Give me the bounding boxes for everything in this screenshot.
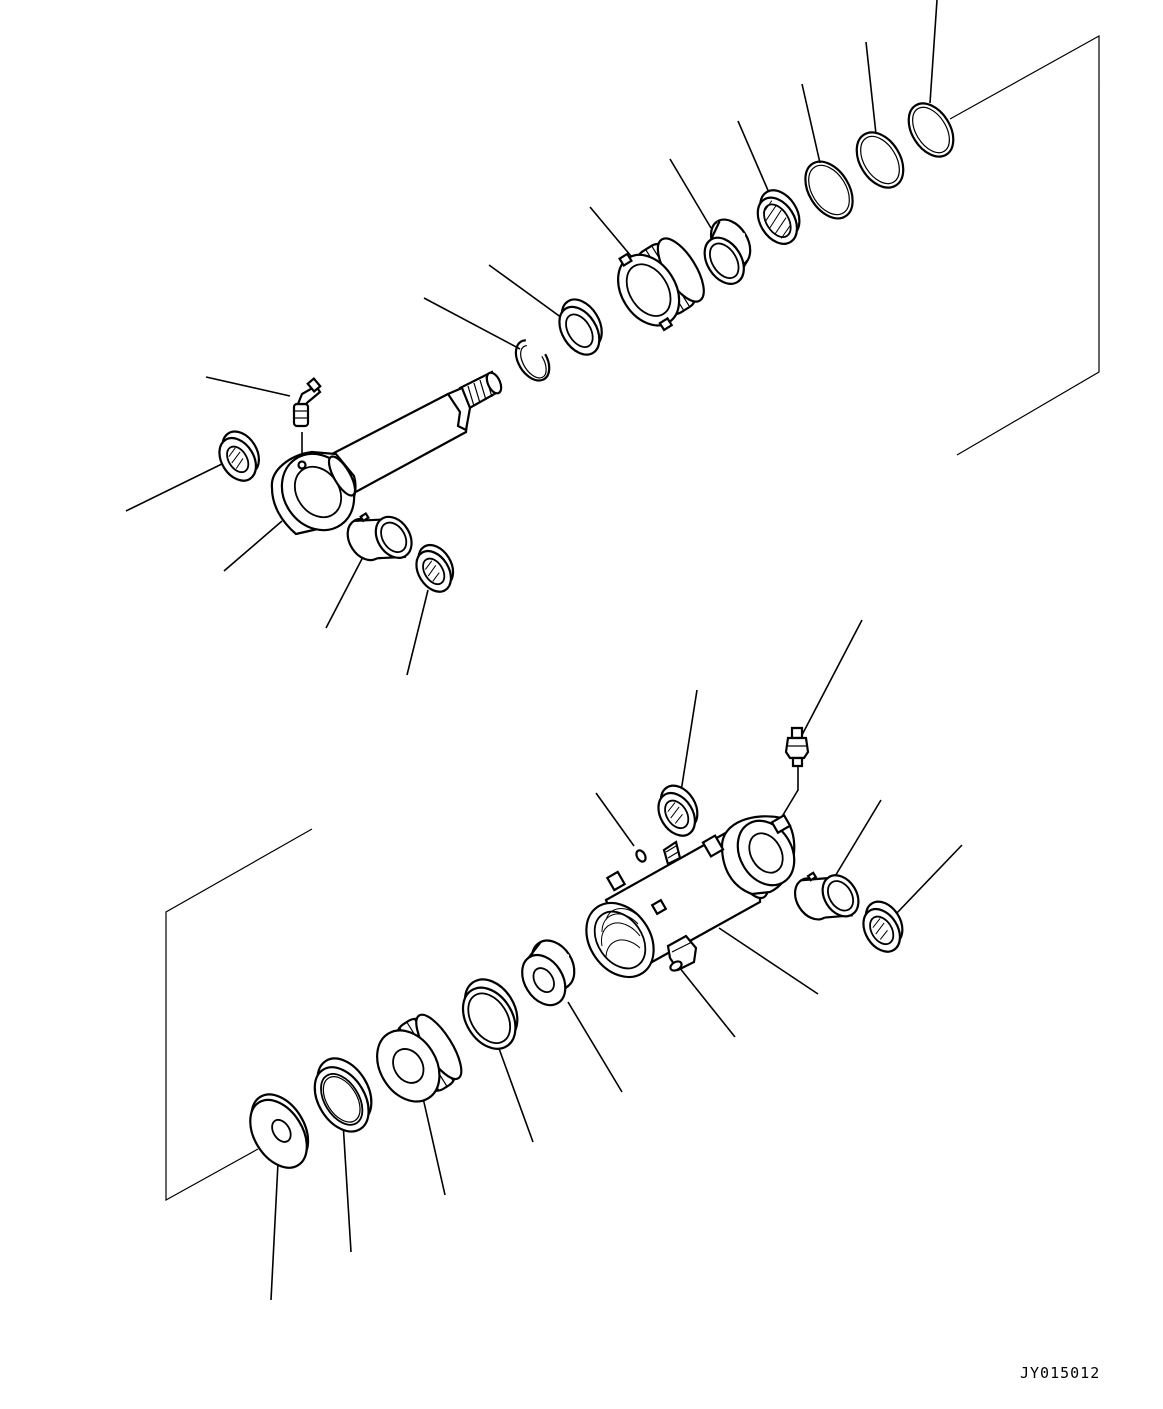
piston — [364, 1008, 470, 1113]
o-ring-large — [900, 95, 963, 164]
tube-port-boss — [668, 936, 696, 972]
lower-assembly-bracket — [166, 829, 312, 1200]
small-o-ring — [635, 849, 648, 863]
drawing-code: JY015012 — [1020, 1364, 1101, 1382]
grease-fitting-upper — [294, 379, 320, 426]
rod-seal — [549, 292, 613, 362]
piston-seal — [300, 1049, 385, 1142]
bottom-eye-seal-top — [648, 779, 707, 842]
piston-rod — [267, 370, 504, 544]
backup-ring — [847, 124, 913, 196]
rod-bushing — [690, 212, 764, 291]
bottom-eye-seal-right — [853, 895, 912, 958]
bottom-eye-bushing — [788, 859, 867, 938]
o-ring-medium — [796, 153, 863, 227]
grease-fitting-lower — [786, 728, 808, 766]
spacer-washer — [236, 1084, 321, 1178]
lower-leader-lines — [271, 620, 962, 1300]
snap-ring — [509, 334, 556, 386]
piston-nut — [510, 933, 588, 1013]
wear-ring — [449, 970, 531, 1059]
rod-eye-seal-left — [210, 425, 269, 488]
upper-leader-lines — [126, 0, 937, 675]
rod-eye-seal-right — [407, 539, 462, 598]
rod-eye-bushing — [340, 499, 419, 578]
cylinder-tube — [572, 811, 805, 990]
cylinder-head — [603, 226, 715, 340]
upper-assembly-bracket — [950, 36, 1099, 455]
dust-seal — [747, 183, 810, 251]
